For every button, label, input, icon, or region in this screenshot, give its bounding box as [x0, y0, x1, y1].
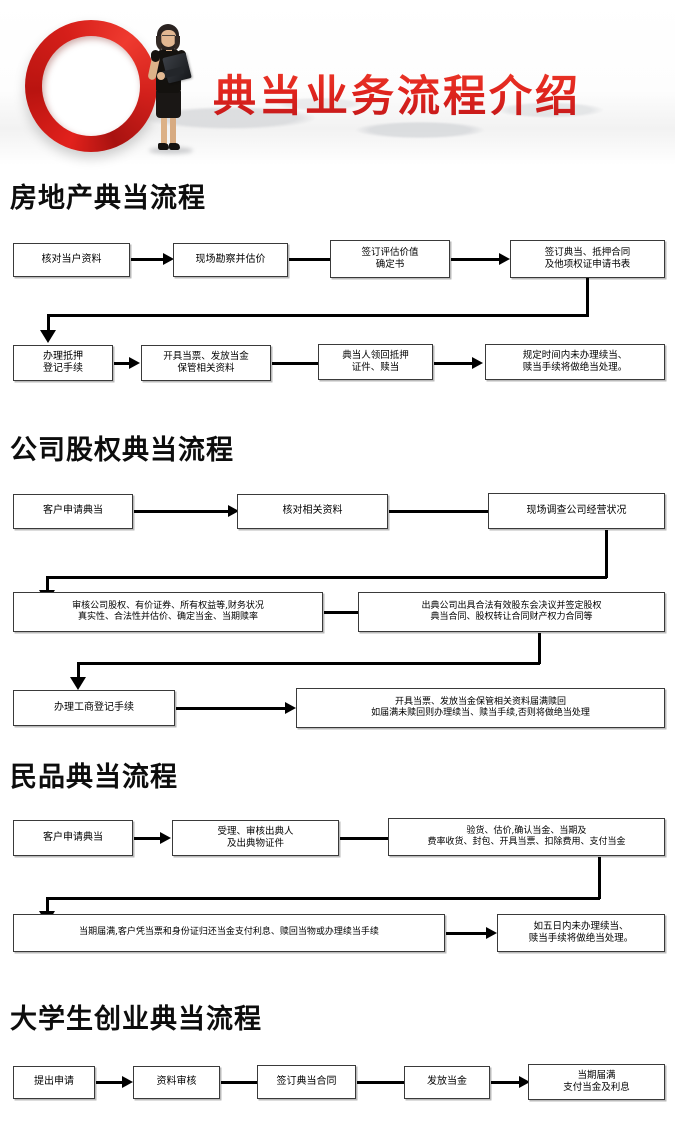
arrow-down-icon: [40, 330, 56, 343]
connector-line: [221, 1081, 257, 1084]
flow-box[interactable]: 规定时间内未办理续当、赎当手续将做绝当处理。: [485, 344, 665, 380]
arrow-right-icon: [486, 927, 497, 939]
section-heading-student-startup: 大学生创业典当流程: [10, 1004, 262, 1035]
section-heading-company-equity: 公司股权典当流程: [10, 435, 234, 466]
section-heading-consumer-goods: 民品典当流程: [10, 762, 178, 793]
flow-box[interactable]: 开具当票、发放当金保管相关资料: [141, 345, 271, 381]
connector-line: [434, 362, 474, 365]
flow-box[interactable]: 典当人领回抵押证件、赎当: [318, 344, 433, 380]
connector-line: [289, 258, 330, 261]
connector-line: [46, 576, 49, 592]
red-ring-graphic: [25, 20, 157, 152]
arrow-right-icon: [160, 832, 171, 844]
figure-hand: [157, 72, 165, 80]
flow-box[interactable]: 出典公司出具合法有效股东会决议并签定股权典当合同、股权转让合同财产权力合同等: [358, 592, 665, 632]
flow-box[interactable]: 开具当票、发放当金保管相关资料届满赎回如届满未赎回则办理续当、赎当手续,否则将做…: [296, 688, 665, 728]
flow-box[interactable]: 办理工商登记手续: [13, 690, 175, 726]
arrow-right-icon: [472, 357, 483, 369]
connector-line: [46, 897, 600, 900]
figure-shoe-left: [158, 143, 169, 150]
figure-shoe-right: [169, 143, 180, 150]
flow-box[interactable]: 核对当户资料: [13, 243, 130, 277]
connector-line: [451, 258, 501, 261]
connector-line: [491, 1081, 521, 1084]
connector-line: [77, 662, 80, 679]
flow-box[interactable]: 现场勘察并估价: [173, 243, 288, 277]
connector-line: [357, 1081, 404, 1084]
section-heading-real-estate: 房地产典当流程: [10, 183, 206, 214]
arrow-down-icon: [70, 677, 86, 690]
flow-box[interactable]: 受理、审核出典人及出典物证件: [172, 820, 339, 856]
page-title: 典当业务流程介绍: [213, 62, 581, 124]
businesswoman-figure: [137, 22, 199, 154]
flow-box[interactable]: 签订典当、抵押合同及他项权证申请书表: [510, 240, 665, 278]
figure-leg-right: [170, 116, 176, 146]
figure-face: [161, 30, 176, 47]
figure-shadow: [149, 147, 193, 154]
figure-skirt: [156, 90, 181, 118]
connector-line: [46, 576, 607, 579]
flow-box[interactable]: 当期届满,客户凭当票和身份证归还当金支付利息、赎回当物或办理续当手续: [13, 914, 445, 952]
arrow-right-icon: [228, 505, 239, 517]
flow-box[interactable]: 客户申请典当: [13, 820, 133, 856]
connector-line: [77, 662, 540, 665]
flow-box[interactable]: 如五日内未办理续当、赎当手续将做绝当处理。: [497, 914, 665, 952]
connector-line: [586, 278, 589, 316]
glasses-icon: [162, 35, 175, 40]
flow-box[interactable]: 当期届满支付当金及利息: [528, 1064, 665, 1100]
arrow-right-icon: [285, 702, 296, 714]
flow-box[interactable]: 客户申请典当: [13, 494, 133, 529]
connector-line: [446, 932, 488, 935]
page-header: 典当业务流程介绍: [0, 0, 675, 165]
connector-line: [324, 611, 358, 614]
connector-line: [389, 510, 489, 513]
flow-box[interactable]: 资料审核: [133, 1066, 220, 1099]
connector-line: [605, 530, 608, 578]
connector-line: [96, 1081, 124, 1084]
flow-box[interactable]: 签订典当合同: [257, 1065, 356, 1099]
flow-box[interactable]: 现场调查公司经营状况: [488, 493, 665, 529]
arrow-right-icon: [122, 1076, 133, 1088]
connector-line: [47, 314, 50, 332]
connector-line: [134, 837, 162, 840]
flow-box[interactable]: 签订评估价值确定书: [330, 240, 450, 278]
figure-leg-left: [161, 116, 167, 146]
connector-line: [598, 857, 601, 899]
connector-line: [47, 314, 589, 317]
connector-line: [340, 837, 390, 840]
connector-line: [131, 258, 165, 261]
ring-highlight: [55, 35, 119, 93]
flow-box[interactable]: 办理抵押登记手续: [13, 345, 113, 381]
flow-box[interactable]: 核对相关资料: [237, 494, 388, 529]
connector-line: [114, 362, 131, 365]
flow-box[interactable]: 验货、估价,确认当金、当期及费率收货、封包、开具当票、扣除费用、支付当金: [388, 818, 665, 856]
arrow-right-icon: [519, 1076, 530, 1088]
header-floor-reflection: [120, 96, 640, 148]
connector-line: [176, 707, 287, 710]
figure-sleeve-left: [151, 50, 160, 62]
arrow-right-icon: [163, 253, 174, 265]
connector-line: [538, 633, 541, 664]
flow-box[interactable]: 审核公司股权、有价证券、所有权益等,财务状况真实性、合法性并估价、确定当金、当期…: [13, 592, 323, 632]
connector-line: [46, 897, 49, 913]
connector-line: [272, 362, 318, 365]
flow-box[interactable]: 提出申请: [13, 1066, 95, 1099]
arrow-right-icon: [499, 253, 510, 265]
connector-line: [134, 510, 230, 513]
arrow-right-icon: [129, 357, 140, 369]
flow-box[interactable]: 发放当金: [404, 1066, 490, 1099]
